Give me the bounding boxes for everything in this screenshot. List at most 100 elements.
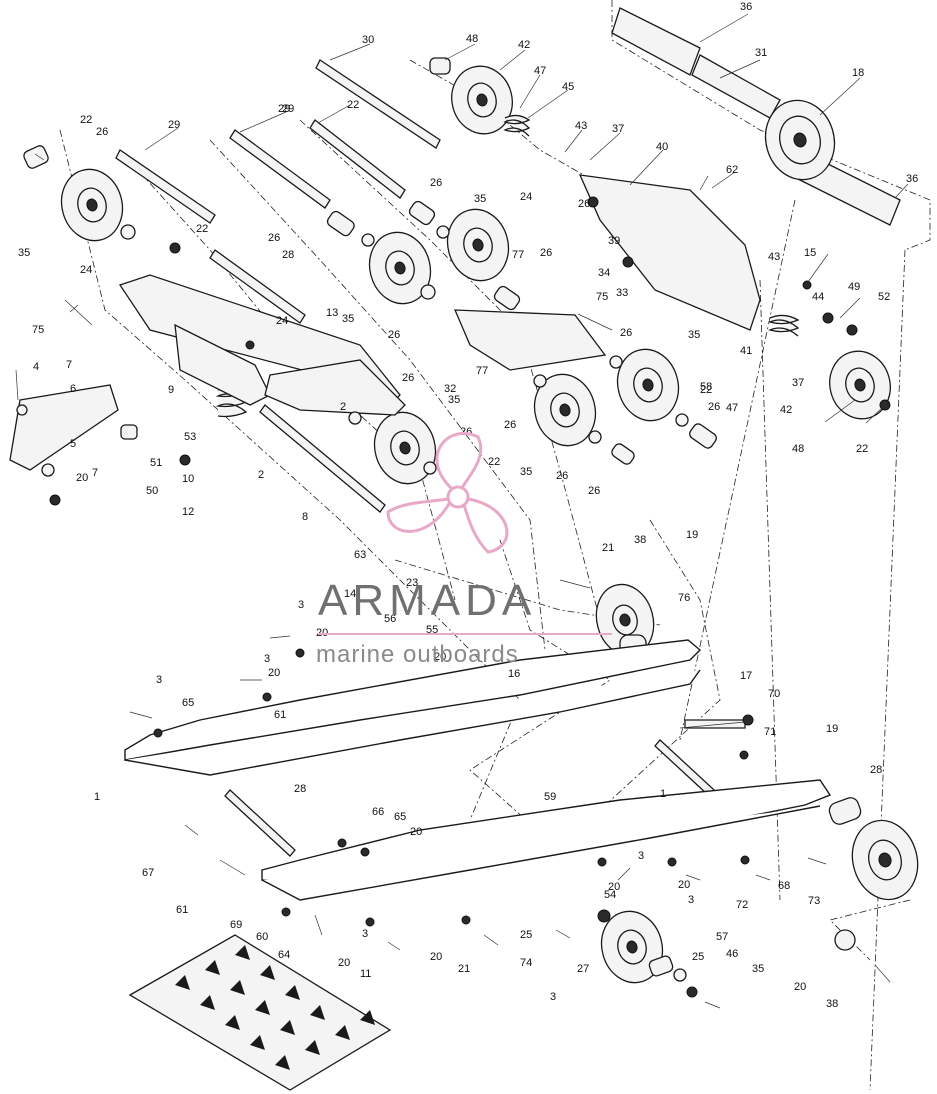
callout: 58 <box>700 381 712 393</box>
callout: 26 <box>268 232 280 244</box>
callout: 26 <box>556 470 568 482</box>
slide-rails <box>124 639 832 901</box>
wheel-35-d <box>616 348 680 422</box>
wheel-35-b <box>446 208 510 282</box>
callout: 7 <box>66 359 72 371</box>
callout: 4 <box>33 361 39 373</box>
callout: 35 <box>448 394 460 406</box>
callout: 42 <box>518 39 530 51</box>
callout: 24 <box>80 264 92 276</box>
callout: 26 <box>402 372 414 384</box>
callout: 45 <box>562 81 574 93</box>
propeller-logo-icon <box>386 431 509 554</box>
wheel-38-low <box>851 819 919 901</box>
callout: 20 <box>410 826 422 838</box>
callout: 56 <box>384 613 396 625</box>
callout: 61 <box>176 904 188 916</box>
callout: 24 <box>520 191 532 203</box>
spacers <box>23 57 862 977</box>
callout: 3 <box>688 894 694 906</box>
callout: 31 <box>755 47 767 59</box>
callout: 9 <box>168 384 174 396</box>
callout: 49 <box>848 281 860 293</box>
callout: 5 <box>70 438 76 450</box>
callout: 2 <box>340 401 346 413</box>
callout: 70 <box>768 688 780 700</box>
callout: 54 <box>604 889 616 901</box>
wheel-18 <box>764 99 836 181</box>
callout: 42 <box>780 404 792 416</box>
idler-wheels <box>60 65 919 984</box>
callout: 20 <box>268 667 280 679</box>
callout: 26 <box>96 126 108 138</box>
callout: 3 <box>362 928 368 940</box>
callout: 76 <box>678 592 690 604</box>
callout: 26 <box>578 198 590 210</box>
callout: 71 <box>764 726 776 738</box>
callout: 34 <box>598 267 610 279</box>
callout: 26 <box>588 485 600 497</box>
callout: 22 <box>196 223 208 235</box>
callout: 21 <box>602 542 614 554</box>
callout: 72 <box>736 899 748 911</box>
callout: 22 <box>347 99 359 111</box>
callout: 23 <box>406 577 418 589</box>
callout: 67 <box>142 867 154 879</box>
callout: 22 <box>80 114 92 126</box>
callout: 26 <box>388 329 400 341</box>
callout: 41 <box>740 345 752 357</box>
callout: 21 <box>458 963 470 975</box>
callout: 18 <box>852 67 864 79</box>
callout: 64 <box>278 949 290 961</box>
springs <box>215 114 800 729</box>
callout: 37 <box>792 377 804 389</box>
callout: 3 <box>298 599 304 611</box>
callout: 47 <box>534 65 546 77</box>
callout: 26 <box>540 247 552 259</box>
callout: 24 <box>276 315 288 327</box>
callout: 35 <box>342 313 354 325</box>
watermark-title: ARMADA <box>318 576 536 625</box>
callout: 35 <box>18 247 30 259</box>
callout: 60 <box>256 931 268 943</box>
callout: 66 <box>372 806 384 818</box>
callout: 40 <box>656 141 668 153</box>
callout: 65 <box>394 811 406 823</box>
callout: 13 <box>326 307 338 319</box>
callout: 53 <box>184 431 196 443</box>
callout: 20 <box>434 651 446 663</box>
callout: 28 <box>294 783 306 795</box>
callout: 11 <box>360 968 371 980</box>
callout: 46 <box>726 948 738 960</box>
callout: 26 <box>430 177 442 189</box>
callout: 62 <box>726 164 738 176</box>
callout: 28 <box>282 249 294 261</box>
callout: 26 <box>708 401 720 413</box>
callout: 20 <box>430 951 442 963</box>
suspension-arms <box>9 174 761 471</box>
callout: 74 <box>520 957 532 969</box>
callout: 14 <box>344 588 356 600</box>
callout: 25 <box>692 951 704 963</box>
callout: 1 <box>660 788 666 800</box>
callout: 68 <box>778 880 790 892</box>
callout: 27 <box>577 963 589 975</box>
callout: 39 <box>608 235 620 247</box>
callout: 36 <box>740 1 752 13</box>
callout: 37 <box>612 123 624 135</box>
callout: 35 <box>688 329 700 341</box>
callout: 65 <box>182 697 194 709</box>
wheel-42-right <box>829 350 891 420</box>
wheel-42-top <box>451 65 513 135</box>
callout: 22 <box>488 456 500 468</box>
callout: 6 <box>70 383 76 395</box>
callout: 50 <box>146 485 158 497</box>
callout: 51 <box>150 457 162 469</box>
callout: 35 <box>752 963 764 975</box>
callout: 20 <box>678 879 690 891</box>
wheel-35-c <box>533 373 597 447</box>
callout: 28 <box>870 764 882 776</box>
traction-pad-73 <box>128 934 392 1091</box>
callout: 73 <box>808 895 820 907</box>
callout: 47 <box>726 402 738 414</box>
